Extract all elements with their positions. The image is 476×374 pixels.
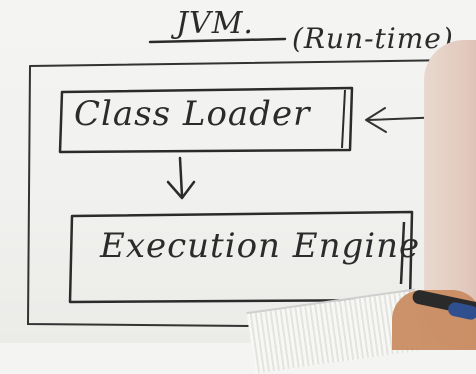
title-underline [148,37,287,44]
class-loader-label: Class Loader [74,94,311,134]
outer-runtime-box [26,59,459,327]
title-jvm: JVM. [176,6,254,41]
down-arrow [166,156,196,200]
whiteboard: JVM. (Run-time) Class Loader Execution E… [26,6,476,374]
title-runtime: (Run-time) [292,22,454,55]
class-loader-box [58,86,354,154]
execution-engine-label: Execution Engine [100,226,421,266]
